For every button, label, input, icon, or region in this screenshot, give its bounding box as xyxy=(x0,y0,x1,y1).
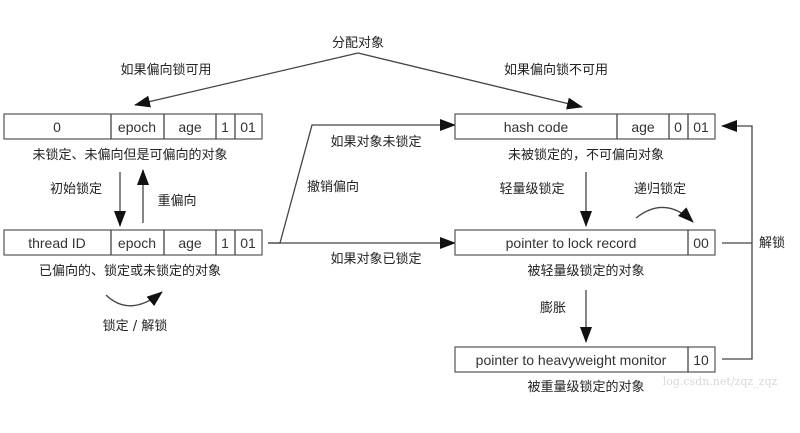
lock-unlock-curved-arrow xyxy=(105,291,163,307)
unbiasable-caption: 未被锁定的，不可偏向对象 xyxy=(508,147,664,163)
rebias-label: 重偏向 xyxy=(157,193,196,209)
cell-lock-bits: 01 xyxy=(240,119,256,135)
cell-lock-bits: 01 xyxy=(693,119,709,135)
revoke-bias-label: 撤销偏向 xyxy=(307,179,359,195)
if-unlocked-label: 如果对象未锁定 xyxy=(330,134,421,150)
lightweight-header: pointer to lock record 00 xyxy=(454,229,716,256)
cell-biased-bit: 0 xyxy=(674,119,682,135)
allocate-object-label: 分配对象 xyxy=(332,36,384,51)
lightweight-caption: 被轻量级锁定的对象 xyxy=(527,263,644,279)
cell-monitor-pointer: pointer to heavyweight monitor xyxy=(476,352,667,368)
cell-age: age xyxy=(631,119,655,135)
arrow-to-unbiasable xyxy=(357,52,583,110)
biasable-caption: 未锁定、未偏向但是可偏向的对象 xyxy=(32,147,227,163)
arrow-to-biasable xyxy=(134,52,359,108)
lock-unlock-label: 锁定 / 解锁 xyxy=(103,318,168,334)
heavyweight-header: pointer to heavyweight monitor 10 xyxy=(454,346,716,373)
cell-biased-bit: 1 xyxy=(221,235,229,251)
biased-header: thread ID epoch age 1 01 xyxy=(3,229,263,256)
inflate-label: 膨胀 xyxy=(540,301,566,316)
cell-age: age xyxy=(178,119,202,135)
watermark: log.csdn.net/zqz_zqz xyxy=(663,375,778,388)
cell-lock-record-pointer: pointer to lock record xyxy=(506,235,637,251)
cell-epoch: epoch xyxy=(118,235,156,251)
cell-lock-bits: 00 xyxy=(693,235,709,251)
cell-thread-id: thread ID xyxy=(28,235,86,251)
cell-biased-bit: 1 xyxy=(221,119,229,135)
initial-lock-label: 初始锁定 xyxy=(50,181,102,197)
recursive-lock-curved-arrow xyxy=(635,206,694,223)
lightweight-lock-label: 轻量级锁定 xyxy=(499,181,564,197)
biasable-header: 0 epoch age 1 01 xyxy=(3,113,263,140)
heavyweight-caption: 被重量级锁定的对象 xyxy=(527,379,644,395)
biased-available-label: 如果偏向锁可用 xyxy=(120,62,211,78)
recursive-lock-label: 递归锁定 xyxy=(634,181,686,197)
biased-unavailable-label: 如果偏向锁不可用 xyxy=(504,62,608,78)
if-locked-label: 如果对象已锁定 xyxy=(330,251,421,267)
cell-lock-bits: 01 xyxy=(240,235,256,251)
cell-epoch: epoch xyxy=(118,119,156,135)
cell-hash-code: hash code xyxy=(504,119,569,135)
unbiasable-header: hash code age 0 01 xyxy=(454,113,716,140)
cell-lock-bits: 10 xyxy=(693,352,709,368)
unlock-label: 解锁 xyxy=(759,235,785,251)
cell-zero: 0 xyxy=(53,119,61,135)
cell-age: age xyxy=(178,235,202,251)
biased-caption: 已偏向的、锁定或未锁定的对象 xyxy=(39,263,221,279)
